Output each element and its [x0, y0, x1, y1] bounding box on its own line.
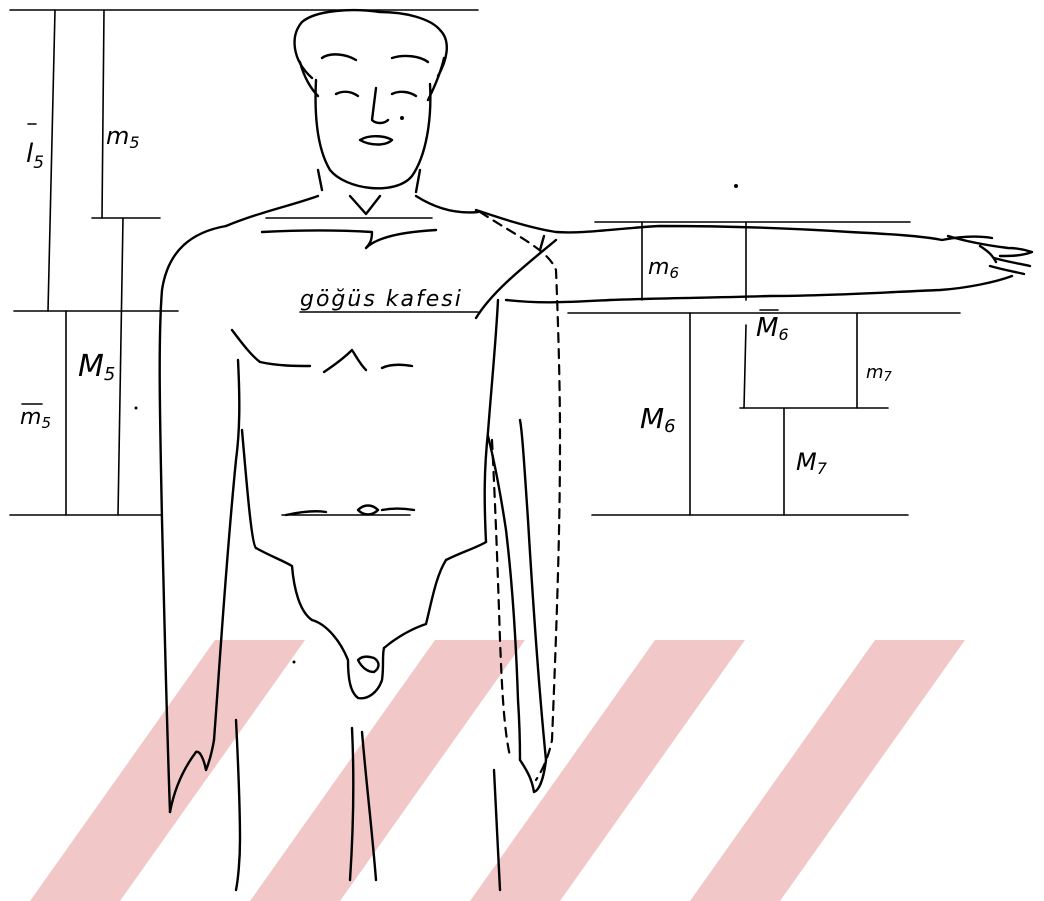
- head: [295, 10, 447, 192]
- label-M6: M6: [640, 402, 676, 437]
- chest-label: göğüs kafesi: [300, 287, 463, 312]
- label-m7: m7: [866, 362, 893, 385]
- label-l5: l5: [26, 139, 44, 173]
- label-m5-top: m5: [106, 122, 140, 152]
- label-M6-bar: M6: [756, 313, 789, 344]
- label-M7: M7: [796, 448, 828, 478]
- label-m6: m6: [648, 255, 679, 282]
- label-M5: M5: [78, 349, 115, 385]
- neck: [226, 196, 478, 248]
- segment-labels: l5 m5 M5 m5 m6 M6 M6 m7 M7 göğüs kafesi: [20, 122, 893, 478]
- label-m5-bar: m5: [20, 405, 51, 432]
- reference-lines: [10, 10, 960, 515]
- chest-detail: [232, 330, 414, 672]
